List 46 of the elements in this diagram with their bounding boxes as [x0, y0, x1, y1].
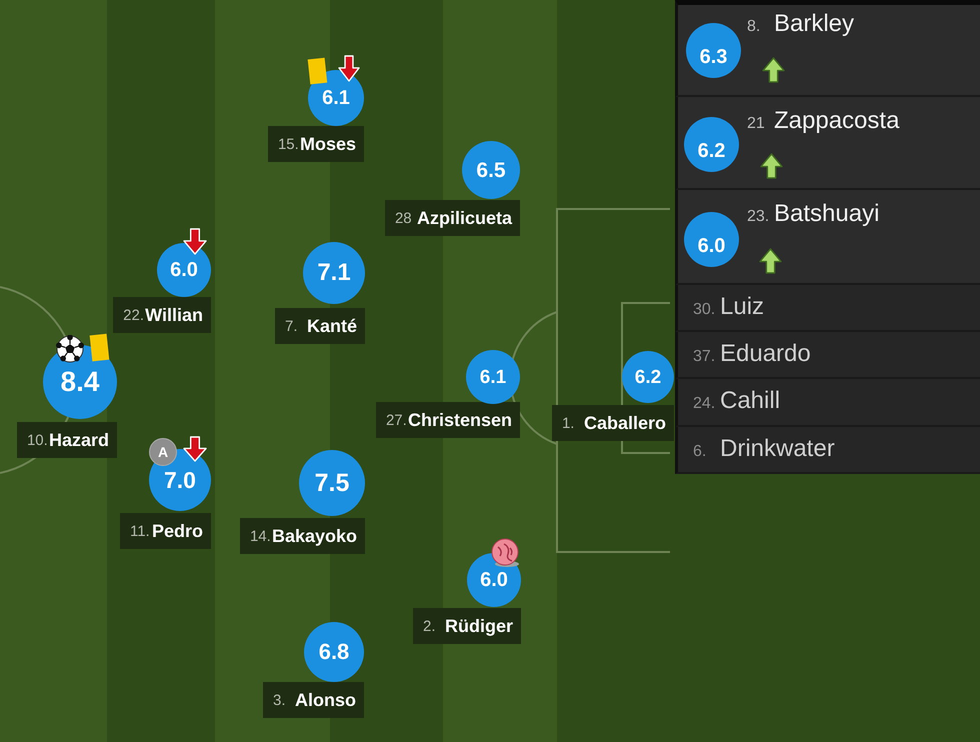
shirt-number: 3.: [273, 692, 287, 708]
player-name: Luiz: [720, 294, 764, 318]
shirt-number: 8.: [747, 18, 762, 36]
player-name: Azpilicueta: [416, 208, 512, 228]
shirt-number: 15.: [278, 136, 300, 152]
shirt-number: 21: [747, 115, 766, 133]
player-name: Willian: [145, 304, 203, 326]
player-name: Caballero: [584, 412, 666, 434]
shirt-number: 7.: [284, 318, 298, 334]
player-name: Kanté: [306, 316, 357, 336]
shirt-number: 6.: [693, 442, 708, 460]
shirt-number: 22.: [123, 306, 145, 324]
shirt-number: 28: [394, 210, 413, 226]
player-name: Batshuayi: [774, 202, 880, 226]
player-name: Hazard: [48, 430, 109, 450]
substitute-row: [675, 97, 980, 190]
shirt-number: 1.: [562, 414, 576, 432]
shirt-number: 10.: [26, 432, 49, 448]
player-name: Pedro: [152, 520, 203, 542]
substitute-row: [675, 427, 980, 474]
player-name: Alonso: [295, 690, 356, 710]
substitute-row: [675, 285, 980, 332]
shirt-number: 24.: [693, 395, 716, 413]
shirt-number: 27.: [386, 412, 408, 428]
player-name: Zappacosta: [774, 109, 900, 133]
rating-circle: 6.3: [686, 23, 741, 78]
shirt-number: 14.: [250, 528, 272, 544]
player-name: Drinkwater: [720, 436, 835, 460]
player-name: Cahill: [720, 389, 780, 413]
substitute-row: [675, 0, 980, 97]
rating-circle: 6.0: [684, 212, 739, 267]
player-name: Christensen: [408, 410, 512, 430]
shirt-number: 37.: [693, 348, 716, 366]
substitute-row: [675, 379, 980, 427]
player-name: Barkley: [774, 12, 854, 36]
player-name: Bakayoko: [272, 526, 357, 546]
player-name: Eduardo: [720, 342, 811, 366]
substitute-row: [675, 332, 980, 379]
player-name: Moses: [300, 134, 356, 154]
shirt-number: 2.: [422, 618, 436, 634]
rating-circle: 6.2: [684, 117, 739, 172]
substitute-row: [675, 190, 980, 285]
shirt-number: 30.: [693, 300, 716, 318]
player-name: Rüdiger: [444, 616, 513, 636]
shirt-number: 23.: [747, 208, 770, 226]
shirt-number: 11.: [130, 522, 151, 540]
